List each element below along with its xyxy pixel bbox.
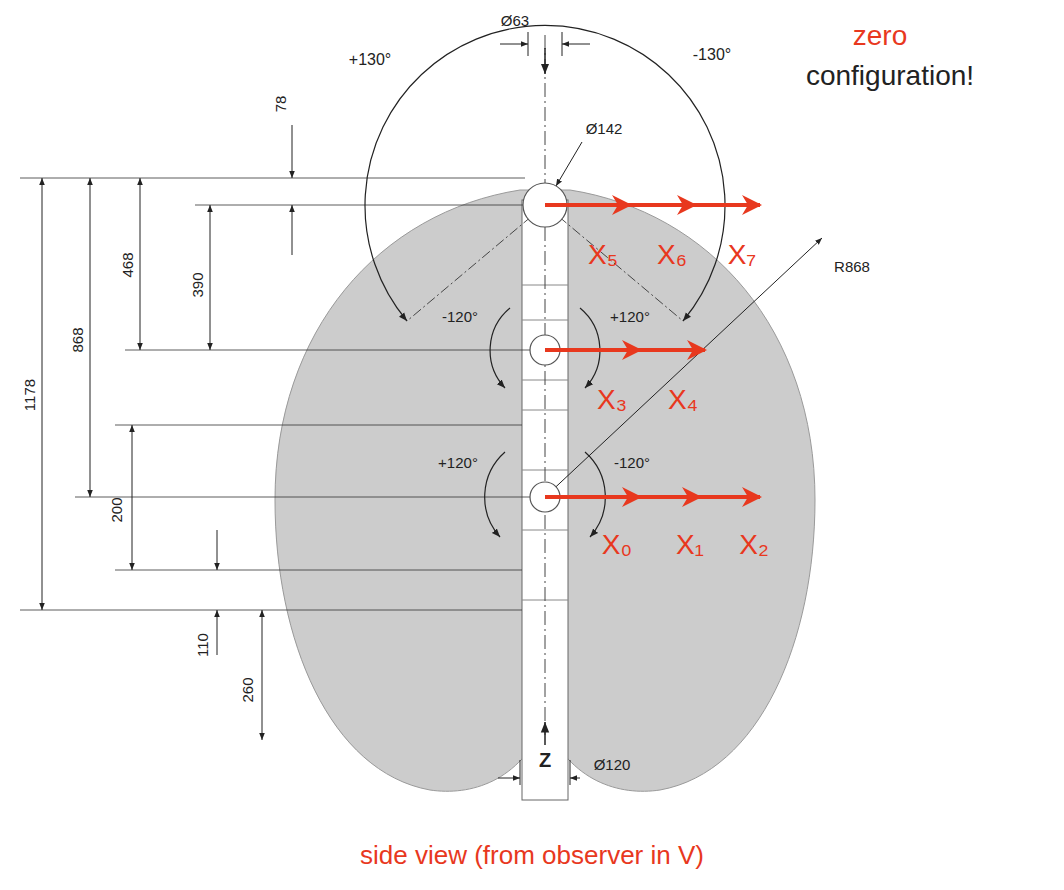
frame-x-axes <box>545 205 760 497</box>
extension-lines <box>20 178 530 610</box>
dimension-label: Ø142 <box>586 121 623 136</box>
frame-label: X₃ <box>597 386 627 414</box>
frame-label: X₂ <box>739 531 769 559</box>
angle-label: +130° <box>349 52 391 68</box>
dimension-label: 1178 <box>22 379 37 411</box>
frame-label: X₀ <box>602 531 632 559</box>
axis <box>545 35 546 745</box>
caption: side view (from observer in V) <box>360 842 704 868</box>
dimension-label: 200 <box>109 497 124 522</box>
dimension-label: 260 <box>240 677 255 702</box>
dimension-label: 468 <box>120 252 135 277</box>
axis-label: Z <box>539 750 551 770</box>
angle-label: -120° <box>442 309 478 324</box>
dimension-label: R868 <box>834 259 870 274</box>
dimension-label: 390 <box>190 272 205 297</box>
frame-label: X₅ <box>588 241 618 269</box>
frame-label: X₇ <box>728 241 756 269</box>
joint-range-arcs <box>365 25 725 537</box>
angle-label: +120° <box>610 309 650 324</box>
frame-label: X₆ <box>657 241 687 269</box>
angle-label: -120° <box>614 455 650 470</box>
dimension-label: 110 <box>195 633 210 657</box>
frame-label: X₁ <box>676 531 704 559</box>
joints <box>523 183 567 512</box>
dimension-lines <box>42 32 822 785</box>
angle-label: -130° <box>693 47 731 63</box>
dimension-label: 868 <box>70 327 85 352</box>
angle-label: +120° <box>438 455 478 470</box>
frame-label: X₄ <box>668 386 698 414</box>
dimension-label: 78 <box>273 96 288 113</box>
dimension-label: Ø63 <box>501 13 529 28</box>
note-text: zero <box>853 22 907 50</box>
note-text: configuration! <box>806 62 974 90</box>
dimension-label: Ø120 <box>594 757 631 772</box>
